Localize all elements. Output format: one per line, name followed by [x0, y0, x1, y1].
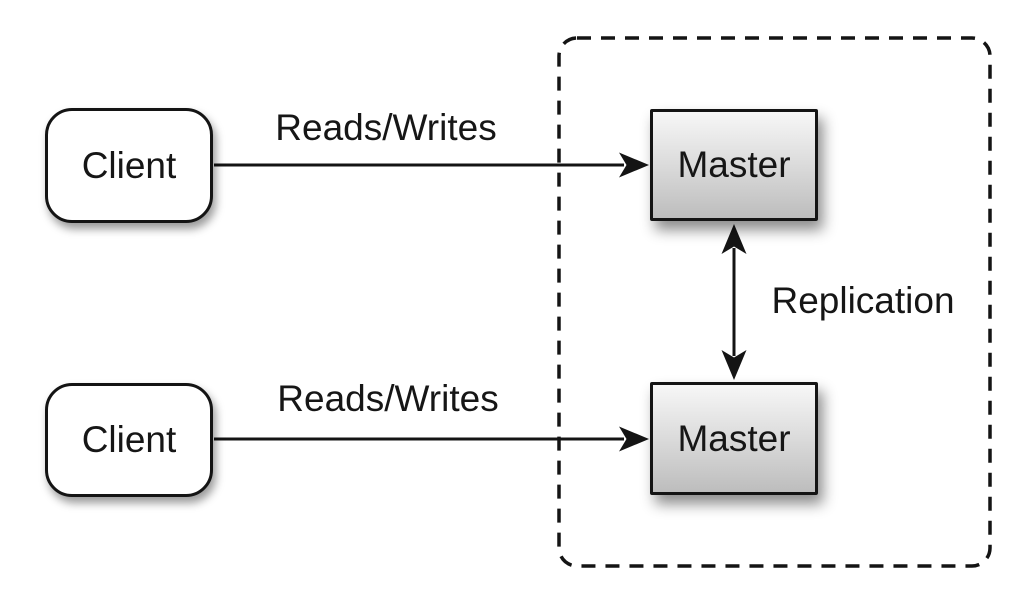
arrowhead-up-icon [721, 224, 747, 254]
reads-writes-arrow-bottom [214, 426, 649, 452]
arrowhead-down-icon [721, 350, 747, 380]
client-node-bottom-label: Client [81, 419, 177, 460]
replication-cluster-boundary [557, 36, 992, 568]
arrowhead-right-icon [619, 426, 649, 452]
client-node-top-label: Client [81, 144, 177, 186]
master-node-top: Master [650, 109, 818, 221]
replication-label: Replication [771, 280, 955, 321]
master-node-top-label: Master [677, 144, 791, 185]
client-node-bottom: Client [45, 383, 213, 497]
master-node-bottom-label: Master [677, 417, 791, 459]
replication-arrow [721, 224, 747, 380]
master-node-bottom: Master [650, 382, 818, 495]
reads-writes-label-bottom: Reads/Writes [277, 378, 499, 419]
client-node-top: Client [45, 108, 213, 223]
arrowhead-right-icon [619, 152, 649, 178]
reads-writes-label-top: Reads/Writes [275, 107, 497, 148]
reads-writes-arrow-top [214, 152, 649, 178]
